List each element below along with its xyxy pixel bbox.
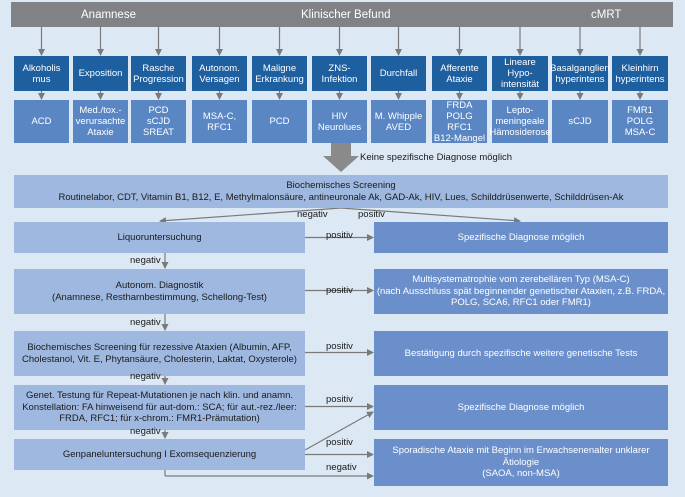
negativ-label: negativ [326, 462, 357, 473]
category-box: Lineare Hypo- intensität [492, 56, 548, 91]
big-down-arrow [323, 143, 359, 172]
category-box: Basalganglien hyperintens [550, 56, 610, 91]
result-box: MSA-C, RFC1 [192, 100, 247, 143]
negativ-label: negativ [130, 255, 161, 266]
outcome-box: Spezifische Diagnose möglich [374, 385, 668, 430]
outcome-box: Multisystematrophie vom zerebellären Typ… [374, 269, 668, 314]
workup-step-box: Genet. Testung für Repeat-Mutationen je … [14, 385, 305, 430]
result-box: HIV Neurolues [312, 100, 367, 143]
positiv-label: positiv [326, 285, 353, 296]
positiv-label: positiv [326, 341, 353, 352]
screening-title: Biochemisches Screening [286, 180, 396, 191]
category-box: Maligne Erkrankung [252, 56, 307, 91]
result-box: PCD [252, 100, 307, 143]
positiv-label: positiv [326, 437, 353, 448]
workup-step-box: Biochemisches Screening für rezessive At… [14, 331, 305, 376]
category-box: Durchfall [371, 56, 426, 91]
connector-line [340, 207, 521, 225]
header-bar: Anamnese Klinischer Befund cMRT [11, 2, 673, 27]
result-box: PCD sCJD SREAT [131, 100, 186, 143]
negativ-label: negativ [130, 371, 161, 382]
workup-step-box: Autonom. Diagnostik (Anamnese, Restharnb… [14, 269, 305, 314]
result-box: FMR1 POLG MSA-C [612, 100, 668, 143]
positiv-label: positiv [326, 394, 353, 405]
category-box: ZNS- Infektion [312, 56, 367, 91]
result-box: FRDA POLG RFC1 B12-Mangel [432, 99, 487, 144]
result-box: Lepto- meningeale Hämosiderose [489, 100, 551, 143]
negativ-label: negativ [130, 426, 161, 437]
header-cmrt: cMRT [591, 9, 622, 21]
result-box: M. Whipple AVED [371, 100, 426, 143]
header-klinischer-befund: Klinischer Befund [301, 9, 391, 21]
category-box: Exposition [73, 56, 128, 91]
positiv-label: positiv [326, 230, 353, 241]
outcome-box: Spezifische Diagnose möglich [374, 222, 668, 253]
result-box: ACD [14, 100, 69, 143]
category-box: Alkoholis mus [14, 56, 69, 91]
category-box: Afferente Ataxie [432, 56, 487, 91]
connector-line [159, 207, 342, 225]
negativ-label: negativ [130, 317, 161, 328]
biochemical-screening-box: Biochemisches Screening Routinelabor, CD… [14, 175, 668, 208]
negativ-label: negativ [297, 209, 328, 220]
positiv-label: positiv [358, 209, 385, 220]
category-box: Rasche Progression [131, 56, 186, 91]
outcome-box: Bestätigung durch spezifische weitere ge… [374, 331, 668, 376]
result-box: sCJD [552, 100, 608, 143]
screening-details: Routinelabor, CDT, Vitamin B1, B12, E, M… [58, 191, 624, 203]
category-box: Kleinhirn hyperintens [612, 56, 668, 91]
workup-step-box: Liquoruntersuchung [14, 222, 305, 253]
header-anamnese: Anamnese [81, 9, 136, 21]
workup-step-box: Genpanel­untersuchung I Exomsequenzierun… [14, 439, 305, 470]
outcome-box: Sporadische Ataxie mit Beginn im Erwachs… [374, 439, 668, 486]
category-box: Autonom. Versagen [192, 56, 247, 91]
connector-line [304, 411, 374, 451]
result-box: Med./tox.- verursachte Ataxie [73, 100, 128, 143]
no-specific-diagnosis-text: Keine spezifische Diagnose möglich [360, 152, 513, 163]
